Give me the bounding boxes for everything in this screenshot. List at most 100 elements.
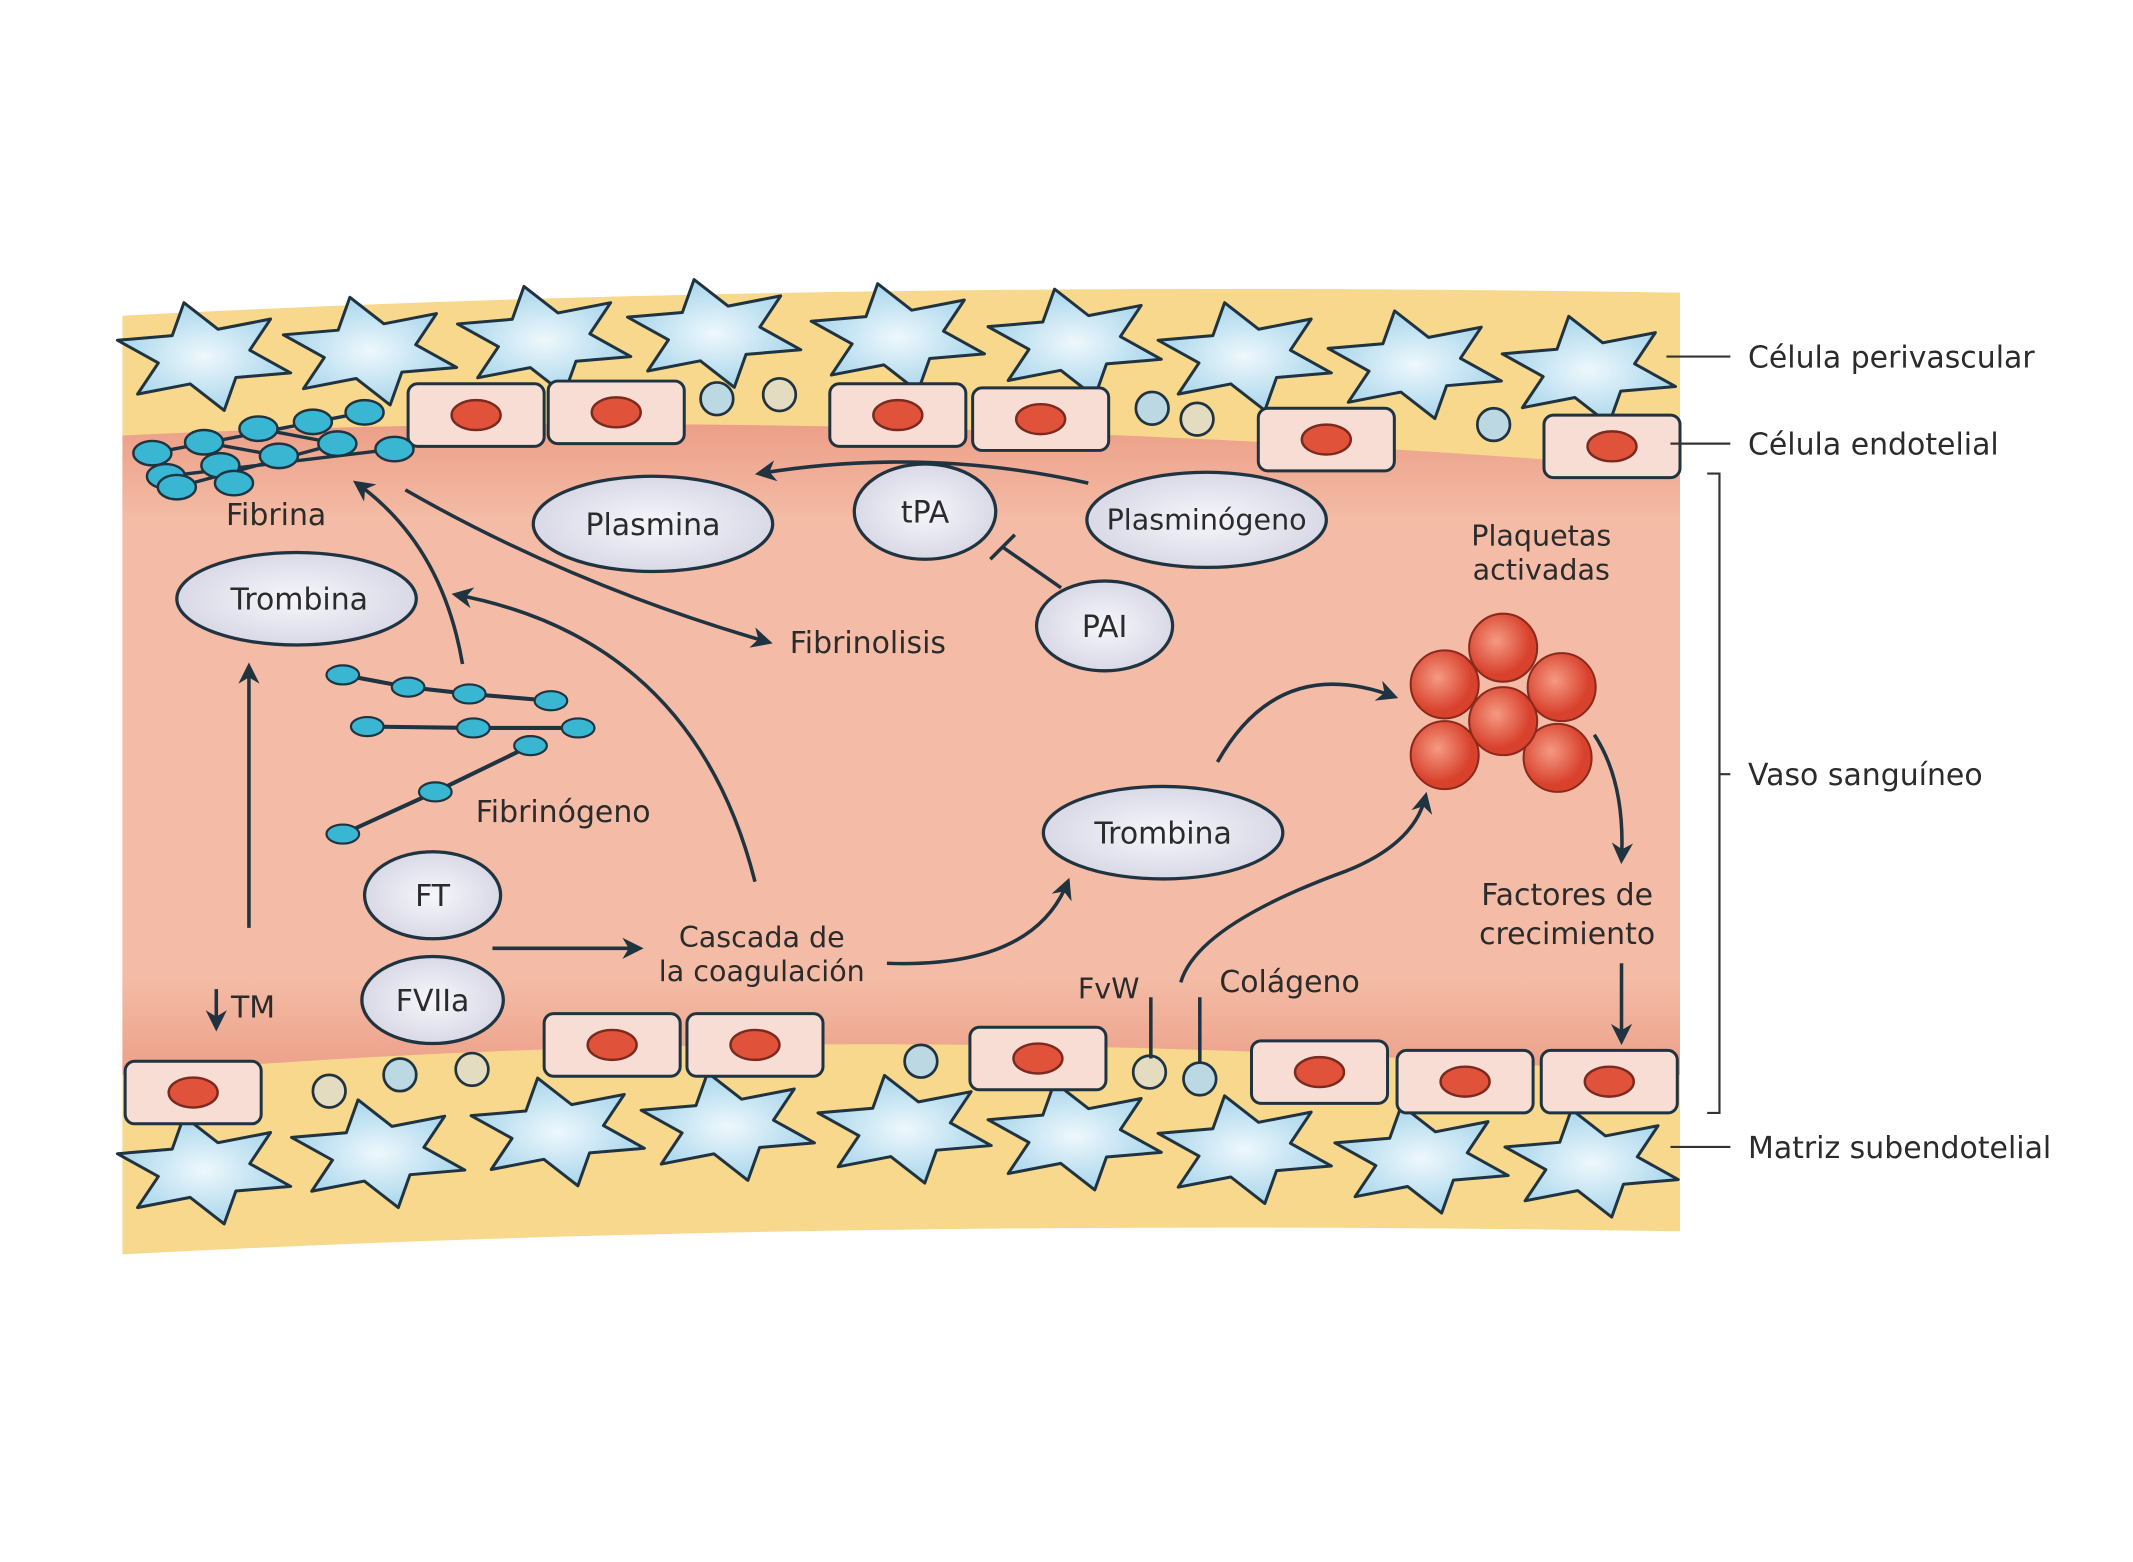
small-cell [1131,1054,1168,1090]
node-fviia: FVIIa [360,954,505,1046]
small-cell [903,1043,939,1079]
fibrinogen-dot [451,683,487,705]
legend-vaso-sanguineo: Vaso sanguíneo [1748,758,1983,793]
cell-nucleus [1583,1065,1635,1098]
node-plasminogeno: Plasminógeno [1085,470,1328,570]
small-cell [311,1073,347,1109]
perivascular-cell [1156,1094,1333,1206]
cell-nucleus [872,398,924,432]
label-colageno: Colágeno [1219,965,1359,1000]
svg-text:Trombina: Trombina [230,583,369,618]
small-cell [454,1051,490,1088]
arrow-cascade-to-thrombin [451,587,757,883]
platelet [1409,720,1480,791]
fibrin-dot [238,415,279,443]
perivascular-cell [115,1114,293,1226]
activated-platelets [1409,612,1597,793]
node-trombina-right: Trombina [1041,784,1285,881]
fibrinogen-dot [455,717,491,739]
cell-nucleus [1014,402,1067,436]
fibrin-mesh [132,398,415,501]
fibrinogen-dot [325,823,361,845]
svg-text:FVIIa: FVIIa [396,984,470,1019]
fibrinogen-dot [513,735,548,757]
legend-celula-endotelial: Célula endotelial [1748,428,1999,463]
perivascular-cell [290,1098,467,1210]
vessel-lumen [122,424,1681,1075]
label-fvw: FvW [1078,972,1140,1006]
label-plaquetas-1: Plaquetas [1471,519,1611,553]
leader-lines [1666,355,1731,1149]
cell-nucleus [590,396,642,429]
svg-text:Plasmina: Plasmina [585,508,720,543]
perivascular-cell [1333,1103,1510,1215]
perivascular-cell [281,295,459,407]
arrow-fvw-to-platelets [1179,791,1433,983]
node-pai: PAI [1034,579,1175,673]
label-plaquetas-2: activadas [1473,553,1610,587]
label-fibrina: Fibrina [226,498,326,533]
arrow-platelets-to-factors [1592,733,1633,865]
svg-text:FT: FT [415,879,451,914]
small-cell [761,376,798,413]
node-trombina-left: Trombina [175,550,418,647]
arrow-fibrinolysis [404,488,773,648]
small-cells [311,376,1512,1109]
cell-nucleus [1586,430,1638,463]
small-cell [1182,1061,1218,1097]
label-factores-2: crecimiento [1479,917,1655,952]
label-cascada-2: la coagulación [659,954,865,988]
label-fibrinolisis: Fibrinolisis [790,626,946,661]
perivascular-cell [115,301,293,412]
label-fibrinogeno: Fibrinógeno [476,795,651,830]
platelet [1526,652,1597,723]
platelet [1468,612,1539,683]
perivascular-cell [816,1073,993,1185]
fibrinogen-dot [349,715,385,738]
platelet [1468,686,1539,757]
fibrinogen-dot [325,664,361,686]
perivascular-cell [1326,309,1503,421]
perivascular-cell [469,1076,646,1188]
fibrinogen-strand [342,672,552,703]
arrow-thrombin-to-platelets [1215,680,1399,763]
arrow-fibrinogen-to-fibrin [352,480,465,665]
label-factores-1: Factores de [1481,878,1653,913]
cell-nucleus [167,1076,219,1109]
fibrin-dot [132,439,173,467]
inhibit-pai-tpa [989,533,1063,590]
fibrinogen-chains [325,664,596,845]
cell-nucleus [1012,1042,1064,1075]
small-cell [1179,401,1215,437]
fibrinogen-dot [533,690,569,712]
label-cascada-1: Cascada de [679,920,845,954]
arrow-cascade-to-thrombin-right [886,877,1072,966]
platelet [1409,649,1480,720]
platelet [1522,722,1593,793]
fibrinogen-dot [390,676,426,698]
fibrin-dot [213,469,255,497]
small-cell [382,1057,418,1093]
perivascular-cell [986,1080,1163,1192]
fibrin-dot [258,442,300,470]
cell-nucleus [1293,1055,1346,1089]
svg-text:PAI: PAI [1082,610,1127,645]
fibrinogen-dot [560,717,596,739]
cell-nucleus [450,398,502,432]
perivascular-cell [1503,1107,1680,1219]
endothelial-cells [123,379,1682,1126]
svg-text:Plasminógeno: Plasminógeno [1107,502,1307,536]
vessel-bracket [1707,472,1721,1115]
cell-nucleus [1439,1065,1491,1098]
node-plasmina: Plasmina [531,474,775,574]
perivascular-cell [639,1071,816,1182]
fibrin-dot [156,473,198,501]
fibrin-dot [183,428,225,456]
perivascular-cell [626,278,803,389]
small-cell [1475,406,1512,443]
cell-nucleus [729,1028,781,1062]
node-ft: FT [362,850,503,941]
arrow-plasminogen-to-plasmin [754,460,1089,485]
cell-nucleus [586,1028,638,1062]
